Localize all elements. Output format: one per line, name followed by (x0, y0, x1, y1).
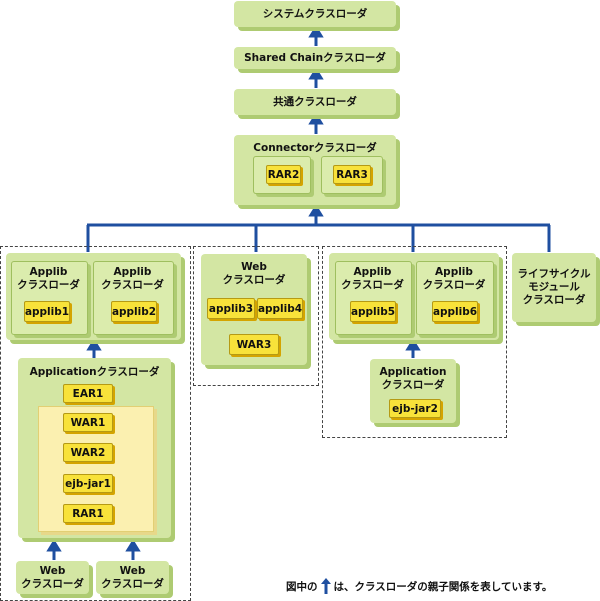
web-loader-b-label: Web クラスローダ (101, 564, 164, 590)
applib-loader-3-label: Applib クラスローダ (341, 266, 404, 291)
applib4-archive: applib4 (257, 298, 303, 319)
war2-label: WAR2 (70, 446, 106, 459)
arrowhead-icon (46, 539, 62, 552)
lifecycle-module-class-loader: ライフサイクル モジュール クラスローダ (512, 253, 596, 322)
application-loader-group3-label: Application クラスローダ (379, 366, 447, 391)
rar1-label: RAR1 (72, 507, 104, 520)
arrowhead-icon (405, 338, 421, 351)
common-loader-label: 共通クラスローダ (273, 95, 357, 108)
rar2-archive: RAR2 (266, 165, 301, 184)
arrowhead-icon (308, 112, 324, 125)
applib1-label: applib1 (24, 305, 70, 318)
shared-chain-loader-label: Shared Chainクラスローダ (244, 51, 386, 64)
web-loader-group2-label: Web クラスローダ (222, 261, 286, 286)
ear1-label: EAR1 (72, 387, 104, 400)
ear1-archive: EAR1 (63, 384, 113, 403)
web-loader-a-label: Web クラスローダ (21, 564, 84, 590)
application-loader-label: Applicationクラスローダ (29, 366, 160, 378)
footnote-after: は、クラスローダの親子関係を表しています。 (333, 580, 553, 593)
applib4-label: applib4 (257, 302, 303, 315)
up-arrow-icon (320, 578, 331, 594)
applib5-label: applib5 (350, 305, 396, 318)
applib2-label: applib2 (111, 305, 157, 318)
applib-loader-1-label: Applib クラスローダ (17, 266, 80, 291)
applib-loader-2-label: Applib クラスローダ (101, 266, 164, 291)
arrowhead-icon (125, 539, 141, 552)
war2-archive: WAR2 (63, 443, 113, 462)
connector-loader-label: Connectorクラスローダ (253, 142, 377, 154)
group2-border (193, 246, 319, 386)
group3-border (322, 246, 507, 438)
applib5-archive: applib5 (350, 301, 396, 322)
arrowhead-icon (86, 338, 102, 351)
applib3-label: applib3 (208, 302, 254, 315)
war1-archive: WAR1 (63, 413, 113, 432)
web-class-loader-b: Web クラスローダ (96, 561, 169, 594)
footnote-before: 図中の (286, 580, 318, 593)
common-class-loader: 共通クラスローダ (234, 89, 396, 115)
war1-label: WAR1 (70, 416, 106, 429)
applib3-archive: applib3 (207, 298, 255, 319)
system-class-loader: システムクラスローダ (234, 1, 396, 27)
applib2-archive: applib2 (111, 301, 157, 322)
lifecycle-loader-label: ライフサイクル モジュール クラスローダ (517, 268, 591, 306)
footnote: 図中の は、クラスローダの親子関係を表しています。 (286, 578, 552, 594)
applib-class-loader-2 (93, 261, 174, 335)
ejb-jar1-archive: ejb-jar1 (63, 474, 113, 493)
applib6-archive: applib6 (432, 301, 478, 322)
applib-class-loader-4 (416, 261, 494, 335)
applib1-archive: applib1 (24, 301, 70, 322)
ejb-jar2-label: ejb-jar2 (392, 402, 438, 415)
shared-chain-class-loader: Shared Chainクラスローダ (234, 47, 396, 69)
applib-class-loader-3 (335, 261, 412, 335)
ejb-jar1-label: ejb-jar1 (65, 477, 111, 490)
war3-label: WAR3 (236, 338, 272, 351)
applib-loader-4-label: Applib クラスローダ (422, 266, 486, 291)
arrowhead-icon (308, 67, 324, 80)
ejb-jar2-archive: ejb-jar2 (389, 399, 441, 418)
arrowhead-icon (308, 204, 324, 217)
applib6-label: applib6 (432, 305, 478, 318)
war3-archive: WAR3 (229, 334, 279, 355)
arrowhead-icon (308, 25, 324, 38)
rar3-archive: RAR3 (333, 165, 371, 184)
system-loader-label: システムクラスローダ (262, 7, 368, 20)
applib-class-loader-1 (11, 261, 88, 335)
web-class-loader-a: Web クラスローダ (16, 561, 89, 594)
rar3-label: RAR3 (336, 168, 368, 181)
rar2-label: RAR2 (267, 168, 300, 181)
rar1-archive: RAR1 (63, 504, 113, 523)
